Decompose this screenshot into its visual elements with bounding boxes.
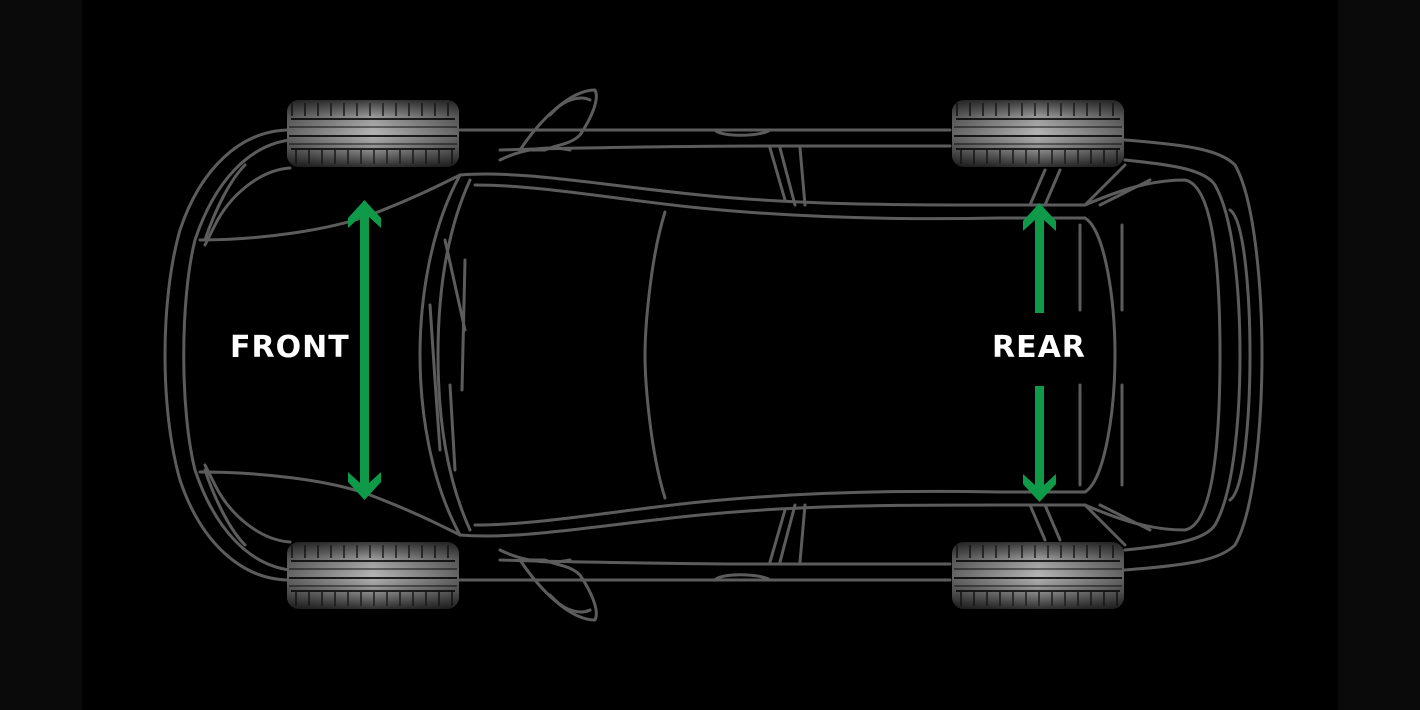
right-margin xyxy=(1338,0,1420,710)
rear-label: REAR xyxy=(992,330,1086,365)
front-label: FRONT xyxy=(230,330,350,365)
tire-rear-right xyxy=(951,541,1125,610)
tire-front-right xyxy=(286,541,460,610)
rear-axle-arrow-icon xyxy=(1023,203,1056,502)
tire-front-left xyxy=(286,99,460,168)
tire-rear-left xyxy=(951,99,1125,168)
left-margin xyxy=(0,0,82,710)
front-axle-arrow-icon xyxy=(348,200,381,500)
